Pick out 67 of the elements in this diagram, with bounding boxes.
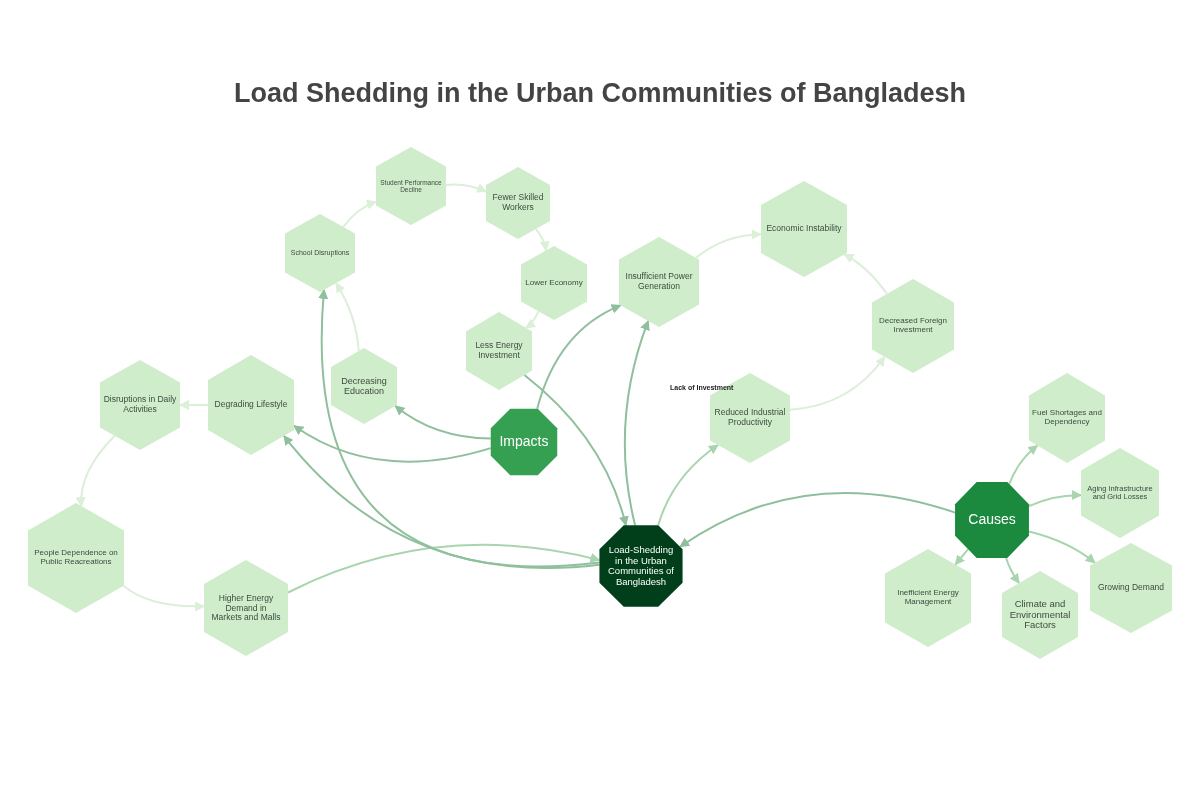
node-label: Causes (967, 512, 1017, 528)
hexagon-node (521, 246, 587, 320)
hexagon-node (885, 549, 971, 647)
arrow (536, 304, 622, 410)
category-octagon (952, 479, 1032, 561)
arrow (282, 434, 601, 569)
arrow (394, 405, 492, 440)
category-octagon (488, 406, 560, 478)
arrow (318, 288, 601, 568)
hexagon-node (872, 279, 954, 373)
node-label: Insufficient Power Generation (624, 272, 694, 292)
arrow (76, 434, 116, 508)
node-label: Impacts (498, 434, 550, 450)
node-label: Decreasing Education (340, 375, 388, 397)
node-label: Decreased Foreign Investment (877, 317, 948, 335)
arrow (657, 444, 719, 527)
central-octagon (596, 522, 686, 610)
arrow (679, 492, 956, 548)
node-label: Lower Economy (524, 278, 584, 288)
node-label: Fewer Skilled Workers (491, 193, 545, 213)
hexagon-node (1029, 373, 1105, 463)
hexagon-node (1081, 448, 1159, 538)
hexagon-node (204, 560, 288, 656)
node-label: Growing Demand (1096, 583, 1166, 593)
node-label: Fuel Shortages and Dependency (1031, 409, 1103, 427)
arrow (1008, 444, 1039, 486)
hexagon-node (761, 181, 847, 277)
arrow (287, 543, 601, 594)
arrow (534, 227, 550, 252)
hexagon-node (100, 360, 180, 450)
diagram-title: Load Shedding in the Urban Communities of Bangladesh (232, 78, 967, 109)
arrow (293, 424, 492, 463)
hexagon-node (619, 237, 699, 327)
arrow (695, 229, 762, 259)
arrow (843, 253, 888, 295)
node-label: Degrading Lifestyle (213, 400, 289, 410)
node-label: Disruptions in Daily Activities (103, 395, 177, 415)
node-label: Load-Shedding in the Urban Communities of Bangladesh (607, 544, 675, 588)
node-label: Reduced Industrial Productivity (713, 408, 787, 428)
hexagon-node (486, 167, 550, 239)
arrow (524, 310, 540, 329)
arrow (1028, 490, 1082, 508)
hexagon-node (285, 214, 355, 292)
node-label: Less Energy Investment (474, 341, 524, 361)
arrow (789, 355, 886, 411)
hexagon-node (331, 348, 397, 424)
node-label: Climate and Environmental Factors (1008, 599, 1072, 631)
arrow (1005, 556, 1021, 585)
arrow (342, 200, 377, 228)
arrow (523, 374, 629, 527)
arrow (1028, 530, 1096, 564)
node-label: Economic Instability (765, 224, 843, 234)
arrow (122, 584, 205, 612)
hexagon-node (208, 355, 294, 455)
node-label: People Dependence on Public Reacreations (33, 549, 119, 567)
hexagon-node (1002, 571, 1078, 659)
node-label: Inefficient Energy Management (896, 589, 960, 607)
hexagon-node (28, 503, 124, 613)
arrow (335, 282, 360, 352)
arrow (623, 319, 650, 527)
node-label: Higher Energy Demand in Markets and Malls (211, 593, 281, 623)
hexagon-node (376, 147, 446, 225)
arrow (954, 548, 970, 566)
hexagon-node (466, 312, 532, 390)
arrow (179, 400, 209, 410)
arrow (445, 183, 487, 193)
hexagon-node (1090, 543, 1172, 633)
